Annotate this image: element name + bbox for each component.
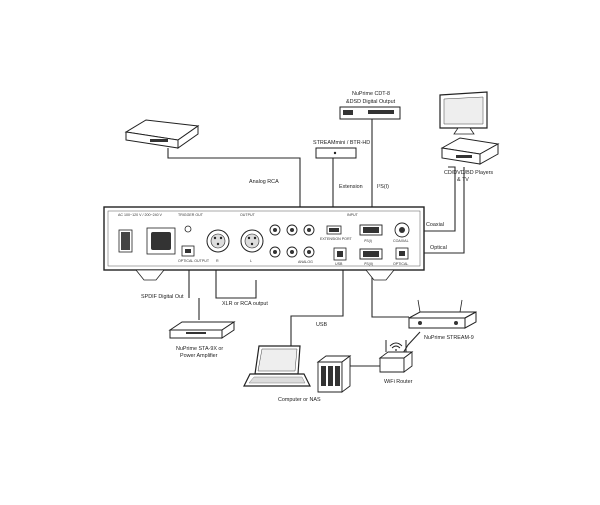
- spdif-out-label: SPDIF Digital Out: [141, 294, 184, 300]
- panel-foot-right: [365, 269, 395, 281]
- analog-rca-cable: [167, 148, 301, 216]
- streammini-device: STREAMmini / BTR-HD: [313, 140, 370, 159]
- trigger-jack[interactable]: [184, 225, 192, 233]
- xlr-rca-output-label: XLR or RCA output: [222, 301, 268, 307]
- sta-label: NuPrime STA-9X or: [176, 346, 223, 352]
- optical-cable: [420, 167, 465, 254]
- stream9-device: NuPrime STREAM-9: [408, 299, 477, 341]
- panel-foot-left: [135, 269, 165, 281]
- wifi-router-label: WiFi Router: [384, 379, 413, 385]
- xlr-l-label: L: [250, 259, 252, 263]
- extension-label: Extension: [339, 184, 363, 190]
- extension-port-label: EXTENSION PORT: [320, 237, 352, 241]
- tv-label: & TV: [457, 177, 469, 183]
- dac-rear-panel: AC 100~120 V / 200~240 V TRIGGER OUT OUT…: [103, 206, 425, 281]
- laptop-icon: [243, 345, 311, 387]
- i2s-top-label: I²S(I): [377, 184, 389, 190]
- usb-cable: [290, 267, 344, 346]
- panel-ac-label: AC 100~120 V / 200~240 V: [118, 213, 163, 217]
- xlr-output-cable: [215, 258, 257, 299]
- nas-icon: [316, 355, 352, 393]
- usb-port-label: USB: [335, 262, 343, 266]
- optical-label: Optical: [430, 245, 447, 251]
- power-switch-rocker: [121, 232, 130, 250]
- cd-dvd-player-device: CD/DVD/BD Players & TV: [440, 137, 500, 183]
- coaxial-port-label: COAXIAL: [393, 239, 409, 243]
- sta9x-amplifier: NuPrime STA-9X or Power Amplifier: [168, 321, 236, 359]
- streammini-label: STREAMmini / BTR-HD: [313, 140, 370, 146]
- coaxial-label: Coaxial: [426, 222, 444, 228]
- tv-device: [439, 91, 488, 135]
- cd-players-label: CD/DVD/BD Players: [444, 170, 493, 176]
- analog-source-device: [124, 119, 200, 149]
- wifi-router-icon: [378, 340, 414, 373]
- wifi-icon: [389, 342, 403, 351]
- sta-sub-label: Power Amplifier: [180, 353, 218, 359]
- cdt8-label: NuPrime CDT-8: [352, 91, 390, 97]
- xlr-r-label: R: [216, 259, 219, 263]
- usb-label: USB: [316, 322, 327, 328]
- computer-nas-label: Computer or NAS: [278, 397, 321, 403]
- panel-trigger-label: TRIGGER OUT: [178, 213, 204, 217]
- panel-output-label: OUTPUT: [240, 213, 256, 217]
- panel-input-label: INPUT: [347, 213, 359, 217]
- analog-label: ANALOG: [298, 260, 313, 264]
- coaxial-cable: [421, 166, 456, 232]
- i2s-1-label: I²S(I): [364, 239, 372, 243]
- optical-in-label: OPTICAL: [393, 262, 408, 266]
- optical-output-label: OPTICAL OUTPUT: [178, 259, 210, 263]
- iec-inlet-socket: [151, 232, 171, 250]
- cdt8-sub-label: &DSD Digital Output: [346, 99, 396, 105]
- i2s-2-label: I²S(II): [364, 262, 373, 266]
- i2s-bottom-cable: [371, 267, 409, 318]
- cdt8-device: NuPrime CDT-8 &DSD Digital Output: [339, 91, 401, 120]
- analog-rca-label: Analog RCA: [249, 179, 279, 185]
- stream9-label: NuPrime STREAM-9: [424, 335, 474, 341]
